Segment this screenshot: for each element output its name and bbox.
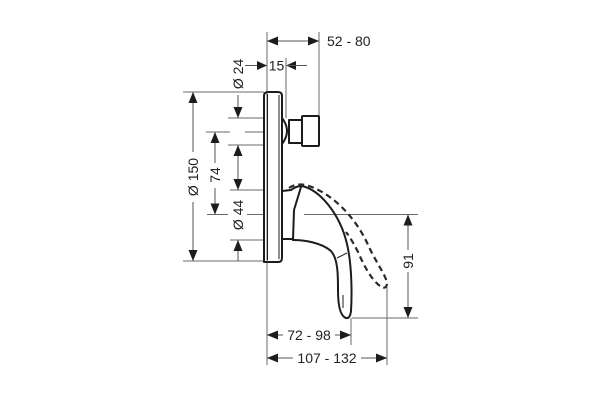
dim-lower-diameter: Ø 44 (230, 179, 246, 261)
dim-label: 107 - 132 (297, 350, 356, 366)
lever-alternate-position (288, 183, 389, 289)
lever-section-line (336, 252, 348, 259)
arrow-down-icon (233, 107, 243, 118)
arrow-right-icon (308, 36, 319, 46)
extension-lines (183, 32, 418, 365)
lever-base-edge (292, 186, 302, 241)
arrow-right-icon (376, 353, 387, 363)
lever-outer-curve (290, 185, 353, 320)
dim-knob-diameter: Ø 24 (230, 59, 246, 190)
lever-inner-curve (292, 239, 347, 319)
lever-handle (281, 185, 353, 320)
knob-neck (281, 117, 288, 145)
dim-center-distance: 74 (207, 132, 223, 215)
diverter-knob (281, 115, 320, 147)
plate-outline (263, 91, 283, 263)
arrow-up-icon (403, 214, 413, 226)
dim-depth-range: 52 - 80 (267, 33, 371, 49)
dim-knob-offset: 15 (245, 58, 307, 74)
arrow-down-icon (188, 250, 198, 261)
dim-lever-projection: 72 - 98 (267, 327, 351, 343)
dim-label: Ø 44 (230, 200, 246, 231)
arrow-left-icon (267, 36, 278, 46)
lever-base-top (281, 189, 292, 192)
arrow-right-icon (340, 330, 351, 340)
dim-label: 91 (400, 253, 416, 269)
lever-alt-inner (345, 231, 381, 287)
lever-alt-outer (288, 183, 389, 289)
dim-label: 72 - 98 (287, 327, 331, 343)
dim-label: Ø 150 (185, 158, 201, 196)
arrow-up-icon (233, 145, 243, 156)
dim-label: 52 - 80 (327, 33, 371, 49)
dim-label: Ø 24 (230, 59, 246, 90)
arrow-down-icon (403, 307, 413, 318)
arrow-down-icon (233, 179, 243, 190)
dim-lever-height: 91 (400, 214, 416, 318)
dim-label: 15 (269, 58, 285, 74)
arrow-down-icon (210, 203, 220, 215)
arrow-left-icon (267, 330, 278, 340)
wall-plate (263, 91, 283, 263)
arrow-left-icon (267, 353, 278, 363)
dim-plate-diameter: Ø 150 (185, 92, 201, 261)
arrow-right-icon (257, 61, 267, 70)
dim-label: 74 (207, 167, 223, 183)
knob-stem (288, 119, 303, 144)
arrow-up-icon (233, 240, 243, 251)
arrow-up-icon (210, 132, 220, 143)
knob-cap (301, 115, 320, 147)
arrow-up-icon (188, 92, 198, 103)
dim-lever-projection-max: 107 - 132 (267, 350, 387, 366)
